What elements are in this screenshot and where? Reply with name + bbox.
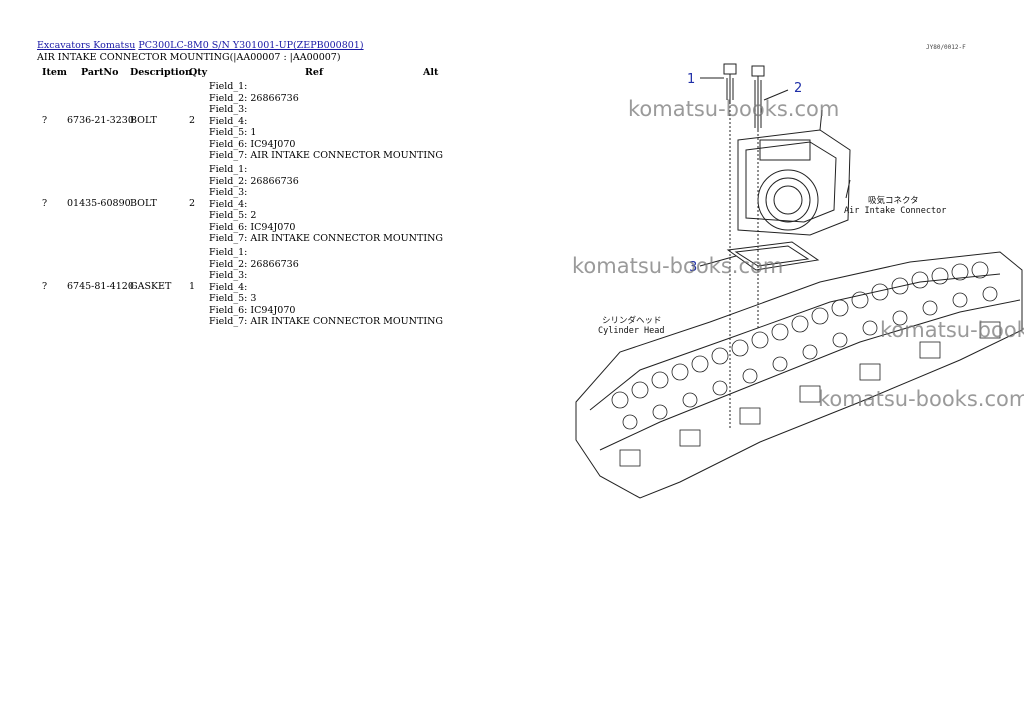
row-fields: Field_1: Field_2: 26866736 Field_3: Fiel… — [209, 247, 443, 328]
header-item: Item — [42, 67, 67, 78]
watermark: komatsu-books.com — [818, 387, 1024, 411]
field-line: Field_5: 1 — [209, 127, 257, 138]
page-subtitle: AIR INTAKE CONNECTOR MOUNTING(|AA00007 :… — [37, 52, 341, 63]
row-description: GASKET — [130, 281, 172, 292]
air-intake-connector-drawing — [737, 109, 851, 236]
field-line: Field_4: — [209, 115, 248, 127]
row-partno: 01435-60890 — [67, 198, 131, 209]
watermark: komatsu-books.com — [880, 318, 1024, 342]
cylinder-head-drawing — [575, 251, 1023, 499]
callout-3: 3 — [689, 260, 698, 275]
field-line: Field_5: 2 — [209, 210, 257, 221]
header-alt: Alt — [423, 67, 439, 78]
row-partno: 6745-81-4120 — [67, 281, 134, 292]
breadcrumb: Excavators Komatsu PC300LC-8M0 S/N Y3010… — [37, 40, 364, 51]
field-line: Field_5: 3 — [209, 293, 257, 304]
watermark: komatsu-books.com — [628, 97, 840, 121]
field-line: Field_7: AIR INTAKE CONNECTOR MOUNTING — [209, 150, 443, 161]
callout-1: 1 — [687, 72, 696, 87]
field-line: Field_7: AIR INTAKE CONNECTOR MOUNTING — [209, 233, 443, 244]
label-head-en: Cylinder Head — [598, 326, 665, 336]
breadcrumb-link-model[interactable]: PC300LC-8M0 S/N Y301001-UP(ZEPB000801) — [138, 40, 364, 51]
row-qty: 1 — [189, 281, 196, 292]
label-connector-jp: 吸気コネクタ — [868, 196, 919, 206]
field-line: Field_4: — [209, 198, 248, 210]
callout-2: 2 — [794, 81, 803, 96]
field-line: Field_6: IC94J070 — [209, 138, 296, 150]
field-line: Field_1: — [209, 164, 248, 175]
row-description: BOLT — [130, 198, 157, 209]
field-line: Field_3: — [209, 270, 248, 281]
field-line: Field_2: 26866736 — [209, 258, 299, 270]
field-line: Field_6: IC94J070 — [209, 304, 296, 316]
header-description: Description — [130, 67, 192, 78]
gasket-drawing — [726, 241, 820, 271]
row-description: BOLT — [130, 115, 157, 126]
row-qty: 2 — [189, 198, 196, 209]
header-ref: Ref — [305, 67, 324, 78]
row-item: ? — [42, 198, 48, 209]
field-line: Field_6: IC94J070 — [209, 221, 296, 233]
breadcrumb-link-category[interactable]: Excavators Komatsu — [37, 40, 136, 51]
row-partno: 6736-21-3230 — [67, 115, 134, 126]
field-line: Field_2: 26866736 — [209, 92, 299, 104]
row-fields: Field_1: Field_2: 26866736 Field_3: Fiel… — [209, 81, 443, 162]
row-fields: Field_1: Field_2: 26866736 Field_3: Fiel… — [209, 164, 443, 245]
field-line: Field_7: AIR INTAKE CONNECTOR MOUNTING — [209, 316, 443, 327]
field-line: Field_2: 26866736 — [209, 175, 299, 187]
field-line: Field_3: — [209, 187, 248, 198]
field-line: Field_1: — [209, 247, 248, 258]
bolt-2-drawing — [751, 65, 765, 130]
row-qty: 2 — [189, 115, 196, 126]
bolt-1-drawing — [723, 63, 737, 102]
header-partno: PartNo — [81, 67, 119, 78]
figure-code: JY80/0012-F — [926, 44, 966, 51]
row-item: ? — [42, 115, 48, 126]
parts-diagram — [575, 63, 1023, 499]
label-head-jp: シリンダヘッド — [602, 316, 662, 326]
row-item: ? — [42, 281, 48, 292]
watermark: komatsu-books.com — [572, 254, 784, 278]
field-line: Field_4: — [209, 281, 248, 293]
field-line: Field_1: — [209, 81, 248, 92]
header-qty: Qty — [189, 67, 208, 78]
field-line: Field_3: — [209, 104, 248, 115]
label-connector-en: Air Intake Connector — [844, 206, 947, 216]
